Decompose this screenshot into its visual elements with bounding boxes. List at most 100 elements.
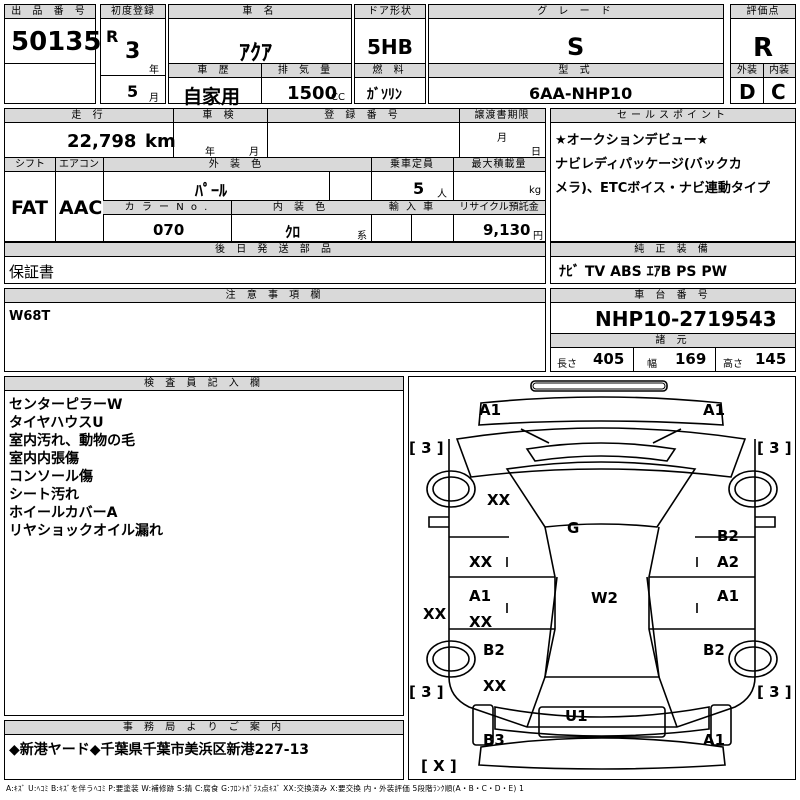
exterior-color: ﾊﾟｰﾙ <box>195 181 228 200</box>
inspection-month-unit: 月 <box>249 147 259 158</box>
later-parts: 保証書 <box>9 263 55 281</box>
notes: W68T <box>9 309 51 324</box>
inspector-line: 室内汚れ、動物の毛 <box>9 433 136 449</box>
inspector-line: タイヤハウスU <box>9 415 104 431</box>
inspector-line: ホイールカバーA <box>9 505 118 521</box>
mileage-label: 走 行 <box>5 109 173 123</box>
damage-mark: XX <box>483 677 507 695</box>
damage-mark: [ X ] <box>421 757 457 775</box>
door-label: ドア形状 <box>355 5 425 19</box>
model: 6AA-NHP10 <box>529 84 633 103</box>
specs-label: 諸 元 <box>551 333 795 348</box>
inspection-label: 車 検 <box>173 109 267 123</box>
equipment-box: 純 正 装 備 ﾅﾋﾞ TV ABS ｴｱB PS PW <box>550 242 796 284</box>
sales-point-line-3: メラ)、ETCボイス・ナビ連動タイプ <box>555 181 770 196</box>
inspection-year-unit: 年 <box>205 147 215 158</box>
inspector-line: コンソール傷 <box>9 469 93 485</box>
inspector-box: 検 査 員 記 入 欄 センターピラーW タイヤハウスU 室内汚れ、動物の毛 室… <box>4 376 404 716</box>
score-label: 評価点 <box>731 5 795 19</box>
damage-mark: G <box>567 519 580 537</box>
interior-color-unit: 系 <box>357 231 367 242</box>
interior-score: C <box>771 80 786 104</box>
damage-mark: XX <box>423 605 447 623</box>
car-outline <box>426 380 778 770</box>
color-number: 070 <box>153 221 185 239</box>
damage-mark: A1 <box>479 401 502 419</box>
fuel-label: 燃 料 <box>355 64 425 78</box>
chassis-label: 車 台 番 号 <box>551 289 795 303</box>
details-grid: 走 行 車 検 登 録 番 号 譲渡書期限 22,798 km 年 月 月 日 … <box>4 108 546 242</box>
damage-mark: B3 <box>483 731 505 749</box>
notes-label: 注 意 事 項 欄 <box>5 289 545 303</box>
damage-mark: [ 3 ] <box>757 683 792 701</box>
damage-mark: [ 3 ] <box>409 439 444 457</box>
later-parts-box: 後 日 発 送 部 品 保証書 <box>4 242 546 284</box>
mileage: 22,798 <box>67 131 137 152</box>
damage-mark: XX <box>469 613 493 631</box>
damage-mark: W2 <box>591 589 618 607</box>
door-box: ドア形状 5HB 燃 料 ｶﾞｿﾘﾝ <box>354 4 426 104</box>
year-unit: 年 <box>149 65 159 76</box>
displacement: 1500 <box>287 83 338 104</box>
first-registration-label: 初度登録 <box>101 5 165 19</box>
transfer-month-unit: 月 <box>497 133 507 144</box>
grade: S <box>567 33 585 61</box>
inspector-label: 検 査 員 記 入 欄 <box>5 377 403 391</box>
car-name-label: 車 名 <box>169 5 351 19</box>
transfer-day-unit: 日 <box>531 147 541 158</box>
capacity-unit: 人 <box>437 189 447 200</box>
interior-label: 内装 <box>763 64 795 78</box>
door-type: 5HB <box>367 35 413 59</box>
interior-color: ｸﾛ <box>285 223 301 241</box>
shift-label: シフト <box>5 158 55 172</box>
damage-mark: A1 <box>703 401 726 419</box>
damage-mark: [ 3 ] <box>409 683 444 701</box>
sales-point-line-1: ★オークションデビュー★ <box>555 133 709 148</box>
height-label: 高さ <box>723 359 743 370</box>
width: 169 <box>675 350 707 368</box>
inspector-line: センターピラーW <box>9 397 123 413</box>
recycle-unit: 円 <box>533 231 543 242</box>
displacement-label: 排 気 量 <box>261 64 351 78</box>
import-label: 輸 入 車 <box>371 201 453 215</box>
notes-box: 注 意 事 項 欄 W68T <box>4 288 546 372</box>
exterior-score: D <box>739 80 756 104</box>
ac-label: エアコン <box>55 158 103 172</box>
damage-mark: B2 <box>703 641 725 659</box>
equipment: ﾅﾋﾞ TV ABS ｴｱB PS PW <box>559 264 728 280</box>
lot-number: 50135 <box>11 27 102 57</box>
first-registration-box: 初度登録 R 3 年 5 月 <box>100 4 166 104</box>
lot-number-box: 出 品 番 号 50135 <box>4 4 101 104</box>
month-unit: 月 <box>149 93 159 104</box>
grade-label: グ レ ー ド <box>429 5 723 19</box>
damage-mark: U1 <box>565 707 588 725</box>
color-label: 外 装 色 <box>103 158 371 172</box>
score-box: 評価点 R 外装 内装 D C <box>730 4 796 104</box>
mileage-unit: km <box>145 131 176 152</box>
max-load-label: 最大積載量 <box>453 158 545 172</box>
int-color-label: 内 装 色 <box>231 201 371 215</box>
damage-mark: XX <box>469 553 493 571</box>
lot-number-label: 出 品 番 号 <box>5 5 95 19</box>
history-label: 車 歴 <box>169 64 261 78</box>
width-label: 幅 <box>647 359 657 370</box>
height: 145 <box>755 350 787 368</box>
model-label: 型 式 <box>429 64 723 78</box>
ac: AAC <box>59 197 103 219</box>
reg-no-label: 登 録 番 号 <box>267 109 459 123</box>
damage-mark: A1 <box>469 587 492 605</box>
damage-mark: B2 <box>717 527 739 545</box>
length: 405 <box>593 350 625 368</box>
recycle-fee: 9,130 <box>483 221 531 239</box>
damage-diagram: A1 A1 [ 3 ] [ 3 ] XX G XX B2 A2 A1 XX W2… <box>408 376 796 780</box>
reg-year: 3 <box>125 39 141 64</box>
damage-mark: A2 <box>717 553 740 571</box>
max-load-unit: kg <box>529 185 542 196</box>
inspector-line: リヤショックオイル漏れ <box>9 523 163 539</box>
office-label: 事 務 局 よ り ご 案 内 <box>5 721 403 735</box>
recycle-label: リサイクル預託金 <box>453 201 545 215</box>
score: R <box>753 33 774 63</box>
displacement-unit: CC <box>331 92 345 103</box>
color-no-label: カ ラ ー N o . <box>103 201 231 215</box>
reg-month: 5 <box>127 82 139 101</box>
